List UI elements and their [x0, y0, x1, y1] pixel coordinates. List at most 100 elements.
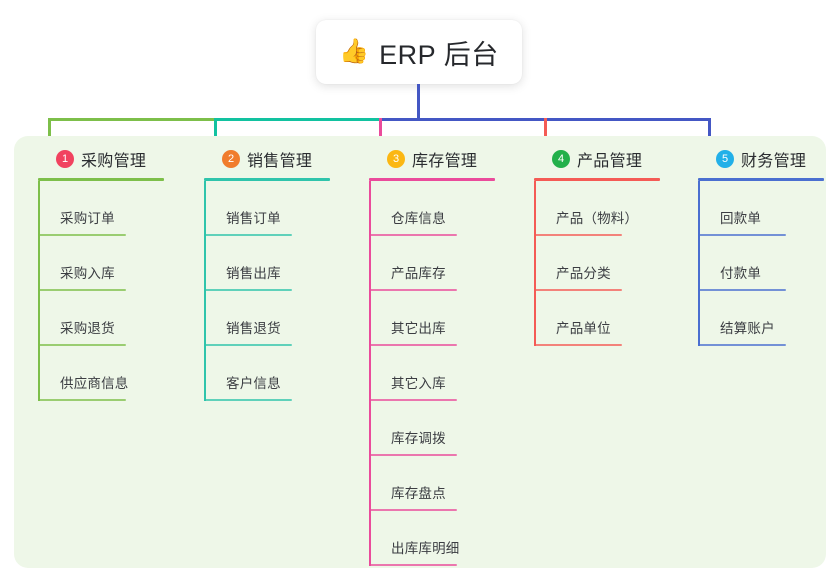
thumbs-up-icon: 👍: [339, 38, 370, 65]
leaf-item[interactable]: 产品分类: [534, 236, 699, 291]
leaf-item-underline: [369, 289, 457, 291]
root-title: ERP 后台: [379, 39, 499, 70]
leaf-item-label: 库存盘点: [391, 486, 446, 501]
category-underline: [369, 178, 495, 181]
leaf-item[interactable]: 销售订单: [204, 181, 369, 236]
leaf-item[interactable]: 产品库存: [369, 236, 534, 291]
leaf-item-underline: [698, 234, 786, 236]
leaf-item-label: 供应商信息: [60, 376, 129, 391]
category-header[interactable]: 2 销售管理: [204, 146, 369, 172]
leaf-item-underline: [369, 509, 457, 511]
category-title: 财务管理: [741, 153, 807, 170]
category-underline: [698, 178, 824, 181]
category-items: 仓库信息产品库存其它出库其它入库库存调拨库存盘点出库库明细: [369, 181, 534, 566]
category-number-badge: 5: [716, 150, 734, 168]
leaf-item[interactable]: 供应商信息: [38, 346, 203, 401]
leaf-item-underline: [534, 289, 622, 291]
leaf-item-label: 采购退货: [60, 321, 115, 336]
leaf-item-underline: [38, 289, 126, 291]
leaf-item-label: 结算账户: [720, 321, 775, 336]
leaf-item[interactable]: 仓库信息: [369, 181, 534, 236]
category-spine: [204, 181, 206, 401]
leaf-item-label: 回款单: [720, 211, 762, 226]
root-node[interactable]: 👍 ERP 后台: [316, 20, 522, 84]
leaf-item-underline: [369, 399, 457, 401]
diagram-panel: 1 采购管理采购订单采购入库采购退货供应商信息 2 销售管理销售订单销售出库销售退货客…: [14, 136, 826, 568]
category-title: 销售管理: [247, 153, 313, 170]
leaf-item-label: 其它出库: [391, 321, 446, 336]
leaf-item-underline: [698, 344, 786, 346]
leaf-item[interactable]: 采购订单: [38, 181, 203, 236]
leaf-item-underline: [369, 344, 457, 346]
leaf-item-underline: [204, 344, 292, 346]
leaf-item-label: 付款单: [720, 266, 762, 281]
leaf-item[interactable]: 库存盘点: [369, 456, 534, 511]
category-items: 产品（物料） 产品分类产品单位: [534, 181, 699, 346]
leaf-item[interactable]: 出库库明细: [369, 511, 534, 566]
leaf-item-underline: [38, 344, 126, 346]
leaf-item[interactable]: 结算账户: [698, 291, 839, 346]
leaf-item-label: 采购入库: [60, 266, 115, 281]
leaf-item[interactable]: 销售出库: [204, 236, 369, 291]
leaf-item[interactable]: 其它出库: [369, 291, 534, 346]
leaf-item-underline: [369, 454, 457, 456]
category-underline: [204, 178, 330, 181]
leaf-item-underline: [534, 344, 622, 346]
category-underline: [534, 178, 660, 181]
leaf-item[interactable]: 采购入库: [38, 236, 203, 291]
bus-segment-green: [48, 118, 217, 121]
category-column: 5 财务管理回款单付款单结算账户: [698, 146, 839, 346]
category-spine: [38, 181, 40, 401]
leaf-item[interactable]: 付款单: [698, 236, 839, 291]
leaf-item-label: 销售订单: [226, 211, 281, 226]
leaf-item-underline: [204, 289, 292, 291]
leaf-item[interactable]: 销售退货: [204, 291, 369, 346]
category-header[interactable]: 5 财务管理: [698, 146, 839, 172]
leaf-item-label: 销售退货: [226, 321, 281, 336]
leaf-item-label: 产品库存: [391, 266, 446, 281]
category-title: 采购管理: [81, 153, 147, 170]
leaf-item-label: 客户信息: [226, 376, 281, 391]
root-stem: [417, 84, 420, 121]
leaf-item[interactable]: 库存调拨: [369, 401, 534, 456]
category-title: 库存管理: [412, 153, 478, 170]
category-column: 4 产品管理产品（物料） 产品分类产品单位: [534, 146, 699, 346]
leaf-item-label: 产品（物料）: [556, 211, 639, 226]
leaf-item-label: 库存调拨: [391, 431, 446, 446]
leaf-item-underline: [369, 234, 457, 236]
category-number-badge: 4: [552, 150, 570, 168]
category-title: 产品管理: [577, 153, 643, 170]
leaf-item[interactable]: 采购退货: [38, 291, 203, 346]
category-items: 回款单付款单结算账户: [698, 181, 839, 346]
leaf-item[interactable]: 客户信息: [204, 346, 369, 401]
category-header[interactable]: 4 产品管理: [534, 146, 699, 172]
category-column: 1 采购管理采购订单采购入库采购退货供应商信息: [38, 146, 203, 401]
leaf-item-label: 采购订单: [60, 211, 115, 226]
category-header[interactable]: 1 采购管理: [38, 146, 203, 172]
leaf-item-underline: [698, 289, 786, 291]
leaf-item-underline: [369, 564, 457, 566]
category-items: 采购订单采购入库采购退货供应商信息: [38, 181, 203, 401]
leaf-item-underline: [38, 399, 126, 401]
category-items: 销售订单销售出库销售退货客户信息: [204, 181, 369, 401]
leaf-item[interactable]: 产品单位: [534, 291, 699, 346]
leaf-item-label: 其它入库: [391, 376, 446, 391]
leaf-item-label: 产品分类: [556, 266, 611, 281]
leaf-item-label: 产品单位: [556, 321, 611, 336]
category-spine: [698, 181, 700, 346]
category-header[interactable]: 3 库存管理: [369, 146, 534, 172]
leaf-item-underline: [204, 399, 292, 401]
leaf-item-label: 出库库明细: [391, 541, 460, 556]
category-column: 2 销售管理销售订单销售出库销售退货客户信息: [204, 146, 369, 401]
category-column: 3 库存管理仓库信息产品库存其它出库其它入库库存调拨库存盘点出库库明细: [369, 146, 534, 566]
category-number-badge: 1: [56, 150, 74, 168]
category-spine: [369, 181, 371, 566]
category-spine: [534, 181, 536, 346]
leaf-item[interactable]: 其它入库: [369, 346, 534, 401]
leaf-item[interactable]: 回款单: [698, 181, 839, 236]
leaf-item[interactable]: 产品（物料）: [534, 181, 699, 236]
category-number-badge: 3: [387, 150, 405, 168]
leaf-item-underline: [534, 234, 622, 236]
category-number-badge: 2: [222, 150, 240, 168]
leaf-item-underline: [204, 234, 292, 236]
